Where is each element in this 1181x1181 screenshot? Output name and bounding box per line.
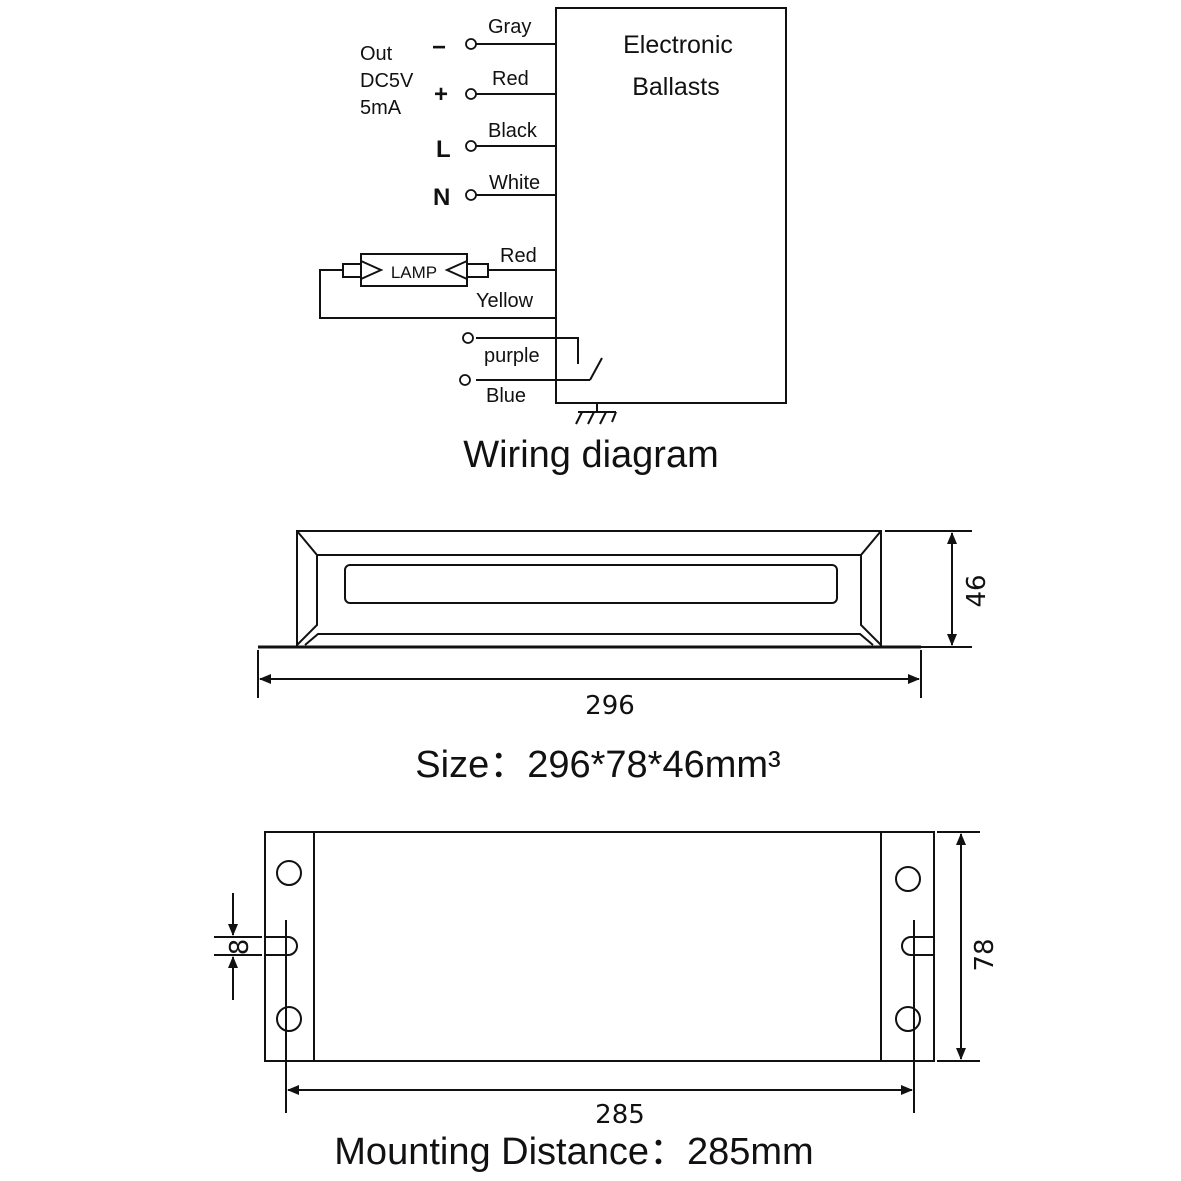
width-dimension-label: 296	[585, 691, 635, 721]
side-bevel-bottom	[304, 633, 874, 646]
switch-circuit: purple Blue	[459, 332, 603, 407]
out-current-label: 5mA	[360, 97, 402, 119]
blue-terminal	[459, 374, 471, 386]
top-body-outline	[264, 831, 935, 1062]
purple-terminal	[462, 332, 474, 344]
red-out-wire-label: Red	[492, 68, 529, 90]
ballast-box	[555, 7, 787, 404]
red-lamp-wire-label: Red	[500, 245, 537, 267]
yellow-wire-label: Yellow	[476, 290, 534, 312]
lamp-electrode-right	[444, 260, 468, 280]
size-caption: Size：296*78*46mm³	[415, 744, 780, 786]
side-view: 46 296 Size：296*78*46mm³	[257, 530, 992, 786]
out-voltage-label: DC5V	[360, 70, 414, 92]
mount-dimension-label: 285	[595, 1100, 645, 1130]
lamp-pin-left	[342, 263, 362, 278]
gray-wire-label: Gray	[488, 16, 531, 38]
mount-slot-right	[901, 936, 934, 956]
wiring-diagram-title: Wiring diagram	[463, 434, 719, 476]
out-label: Out	[360, 43, 393, 65]
side-recess-panel	[344, 564, 838, 604]
mount-hole-bottom-left	[276, 1006, 302, 1032]
side-bevel-right	[860, 530, 882, 646]
mount-slot-left	[265, 936, 298, 956]
black-wire-label: Black	[488, 120, 538, 142]
white-terminal	[465, 189, 477, 201]
mount-hole-top-right	[895, 866, 921, 892]
height-dimension-label: 46	[962, 574, 992, 607]
ground-symbol	[575, 403, 617, 425]
top-view: 8 78 285 Mounting Distance：285mm	[214, 831, 1000, 1173]
live-label: L	[436, 136, 451, 163]
plus-sign: +	[434, 81, 448, 108]
lamp-label: LAMP	[391, 263, 437, 282]
ballast-label-line2: Ballasts	[632, 73, 720, 101]
side-bevel-left	[296, 530, 318, 646]
purple-wire	[476, 337, 579, 364]
mount-hole-bottom-right	[895, 1006, 921, 1032]
minus-sign: −	[432, 34, 446, 61]
blue-wire-label: Blue	[486, 385, 526, 407]
lamp-electrode-left	[360, 260, 384, 280]
mounting-caption: Mounting Distance：285mm	[334, 1131, 813, 1173]
purple-wire-label: purple	[484, 345, 540, 367]
neutral-label: N	[433, 184, 450, 211]
red-out-terminal	[465, 88, 477, 100]
switch-lever	[589, 357, 603, 381]
lamp-pin-right	[466, 263, 489, 278]
wiring-diagram: Electronic Ballasts Out DC5V 5mA − Gray …	[319, 7, 787, 476]
gray-terminal	[465, 38, 477, 50]
side-body-outline	[296, 530, 882, 648]
mount-hole-top-left	[276, 860, 302, 886]
ballast-label-line1: Electronic	[623, 31, 733, 59]
lamp-circuit: Red LAMP Yellow	[319, 245, 556, 319]
black-terminal	[465, 140, 477, 152]
yellow-wire	[319, 269, 556, 319]
slot-dimension-label: 8	[225, 939, 255, 956]
white-wire-label: White	[489, 172, 540, 194]
depth-dimension-label: 78	[970, 938, 1000, 971]
